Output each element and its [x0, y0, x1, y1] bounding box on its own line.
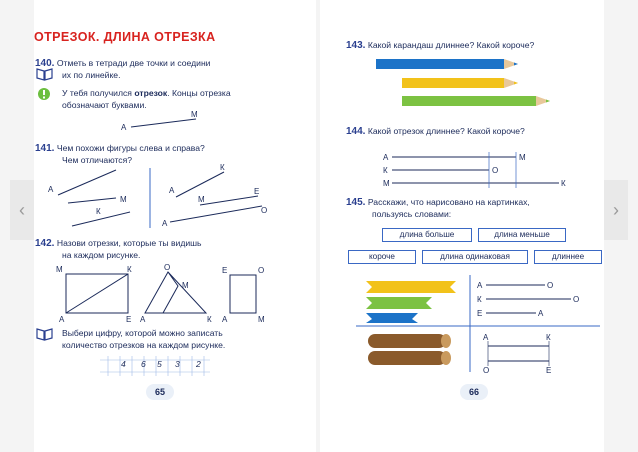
digit: 3: [175, 359, 180, 369]
svg-text:К: К: [127, 265, 132, 274]
svg-text:О: О: [573, 295, 579, 304]
digit: 4: [121, 359, 126, 369]
svg-text:О: О: [258, 266, 264, 275]
digit: 5: [157, 359, 162, 369]
svg-text:Е: Е: [546, 366, 551, 375]
word-card: длина одинаковая: [422, 250, 528, 264]
book-icon: [36, 328, 53, 341]
svg-text:М: М: [383, 179, 390, 188]
left-page: [34, 0, 316, 452]
note-line1: У тебя получился отрезок. Концы отрезка: [62, 88, 231, 98]
svg-text:А: А: [162, 219, 168, 228]
task-line1: Выбери цифру, которой можно записать: [62, 328, 223, 338]
exercise-145-line2: пользуясь словами:: [372, 209, 452, 219]
svg-text:К: К: [96, 207, 101, 216]
svg-text:А: А: [48, 185, 54, 194]
digit: 2: [196, 359, 201, 369]
svg-text:О: О: [492, 166, 498, 175]
svg-text:А: А: [477, 281, 483, 290]
exercise-142-line2: на каждом рисунке.: [62, 250, 141, 260]
svg-text:Е: Е: [254, 187, 259, 196]
svg-text:К: К: [207, 315, 212, 324]
svg-text:А: А: [59, 315, 65, 324]
book-icon: [36, 68, 53, 81]
exercise-145-line1: 145. Расскажи, что нарисовано на картинк…: [346, 197, 530, 208]
svg-text:Е: Е: [477, 309, 482, 318]
svg-text:А: А: [121, 123, 127, 132]
word-card: длина больше: [382, 228, 472, 242]
info-icon: [38, 88, 50, 100]
right-page: [320, 0, 604, 452]
exercise-141-line2: Чем отличаются?: [62, 155, 133, 165]
svg-text:М: М: [191, 110, 198, 119]
next-page-button[interactable]: ›: [604, 180, 628, 240]
svg-text:Е: Е: [126, 315, 131, 324]
svg-text:А: А: [222, 315, 228, 324]
svg-text:О: О: [547, 281, 553, 290]
note-line2: обозначают буквами.: [62, 100, 147, 110]
digit-grid: [100, 356, 210, 376]
svg-text:К: К: [220, 163, 225, 172]
svg-text:А: А: [140, 315, 146, 324]
word-card: длиннее: [534, 250, 602, 264]
digit: 6: [141, 359, 146, 369]
svg-text:М: М: [519, 153, 526, 162]
word-card: короче: [348, 250, 416, 264]
exercise-142-line1: 142. Назови отрезки, которые ты видишь: [35, 238, 202, 249]
chevron-right-icon: ›: [613, 200, 619, 220]
svg-text:А: А: [383, 153, 389, 162]
page-number: 65: [146, 384, 174, 400]
svg-text:К: К: [561, 179, 566, 188]
svg-text:М: М: [182, 281, 189, 290]
exercise-140-line2: их по линейке.: [62, 70, 121, 80]
svg-text:М: М: [198, 195, 205, 204]
task-line2: количество отрезков на каждом рисунке.: [62, 340, 226, 350]
svg-text:М: М: [258, 315, 265, 324]
exercise-140-line1: 140. Отметь в тетради две точки и соедин…: [35, 58, 211, 69]
exercise-143: 143. Какой карандаш длиннее? Какой короч…: [346, 40, 535, 51]
svg-text:А: А: [538, 309, 544, 318]
svg-text:О: О: [261, 206, 267, 215]
chevron-left-icon: ‹: [19, 200, 25, 220]
prev-page-button[interactable]: ‹: [10, 180, 34, 240]
page-title: ОТРЕЗОК. ДЛИНА ОТРЕЗКА: [34, 30, 216, 44]
svg-text:К: К: [477, 295, 482, 304]
exercise-144: 144. Какой отрезок длиннее? Какой короче…: [346, 126, 525, 137]
svg-text:К: К: [383, 166, 388, 175]
svg-text:М: М: [56, 265, 63, 274]
svg-text:О: О: [164, 263, 170, 272]
exercise-141-line1: 141. Чем похожи фигуры слева и справа?: [35, 143, 205, 154]
svg-text:Е: Е: [222, 266, 227, 275]
word-card: длина меньше: [478, 228, 566, 242]
svg-text:А: А: [483, 333, 489, 342]
svg-text:К: К: [546, 333, 551, 342]
svg-text:О: О: [483, 366, 489, 375]
page-number: 66: [460, 384, 488, 400]
svg-text:А: А: [169, 186, 175, 195]
svg-text:М: М: [120, 195, 127, 204]
